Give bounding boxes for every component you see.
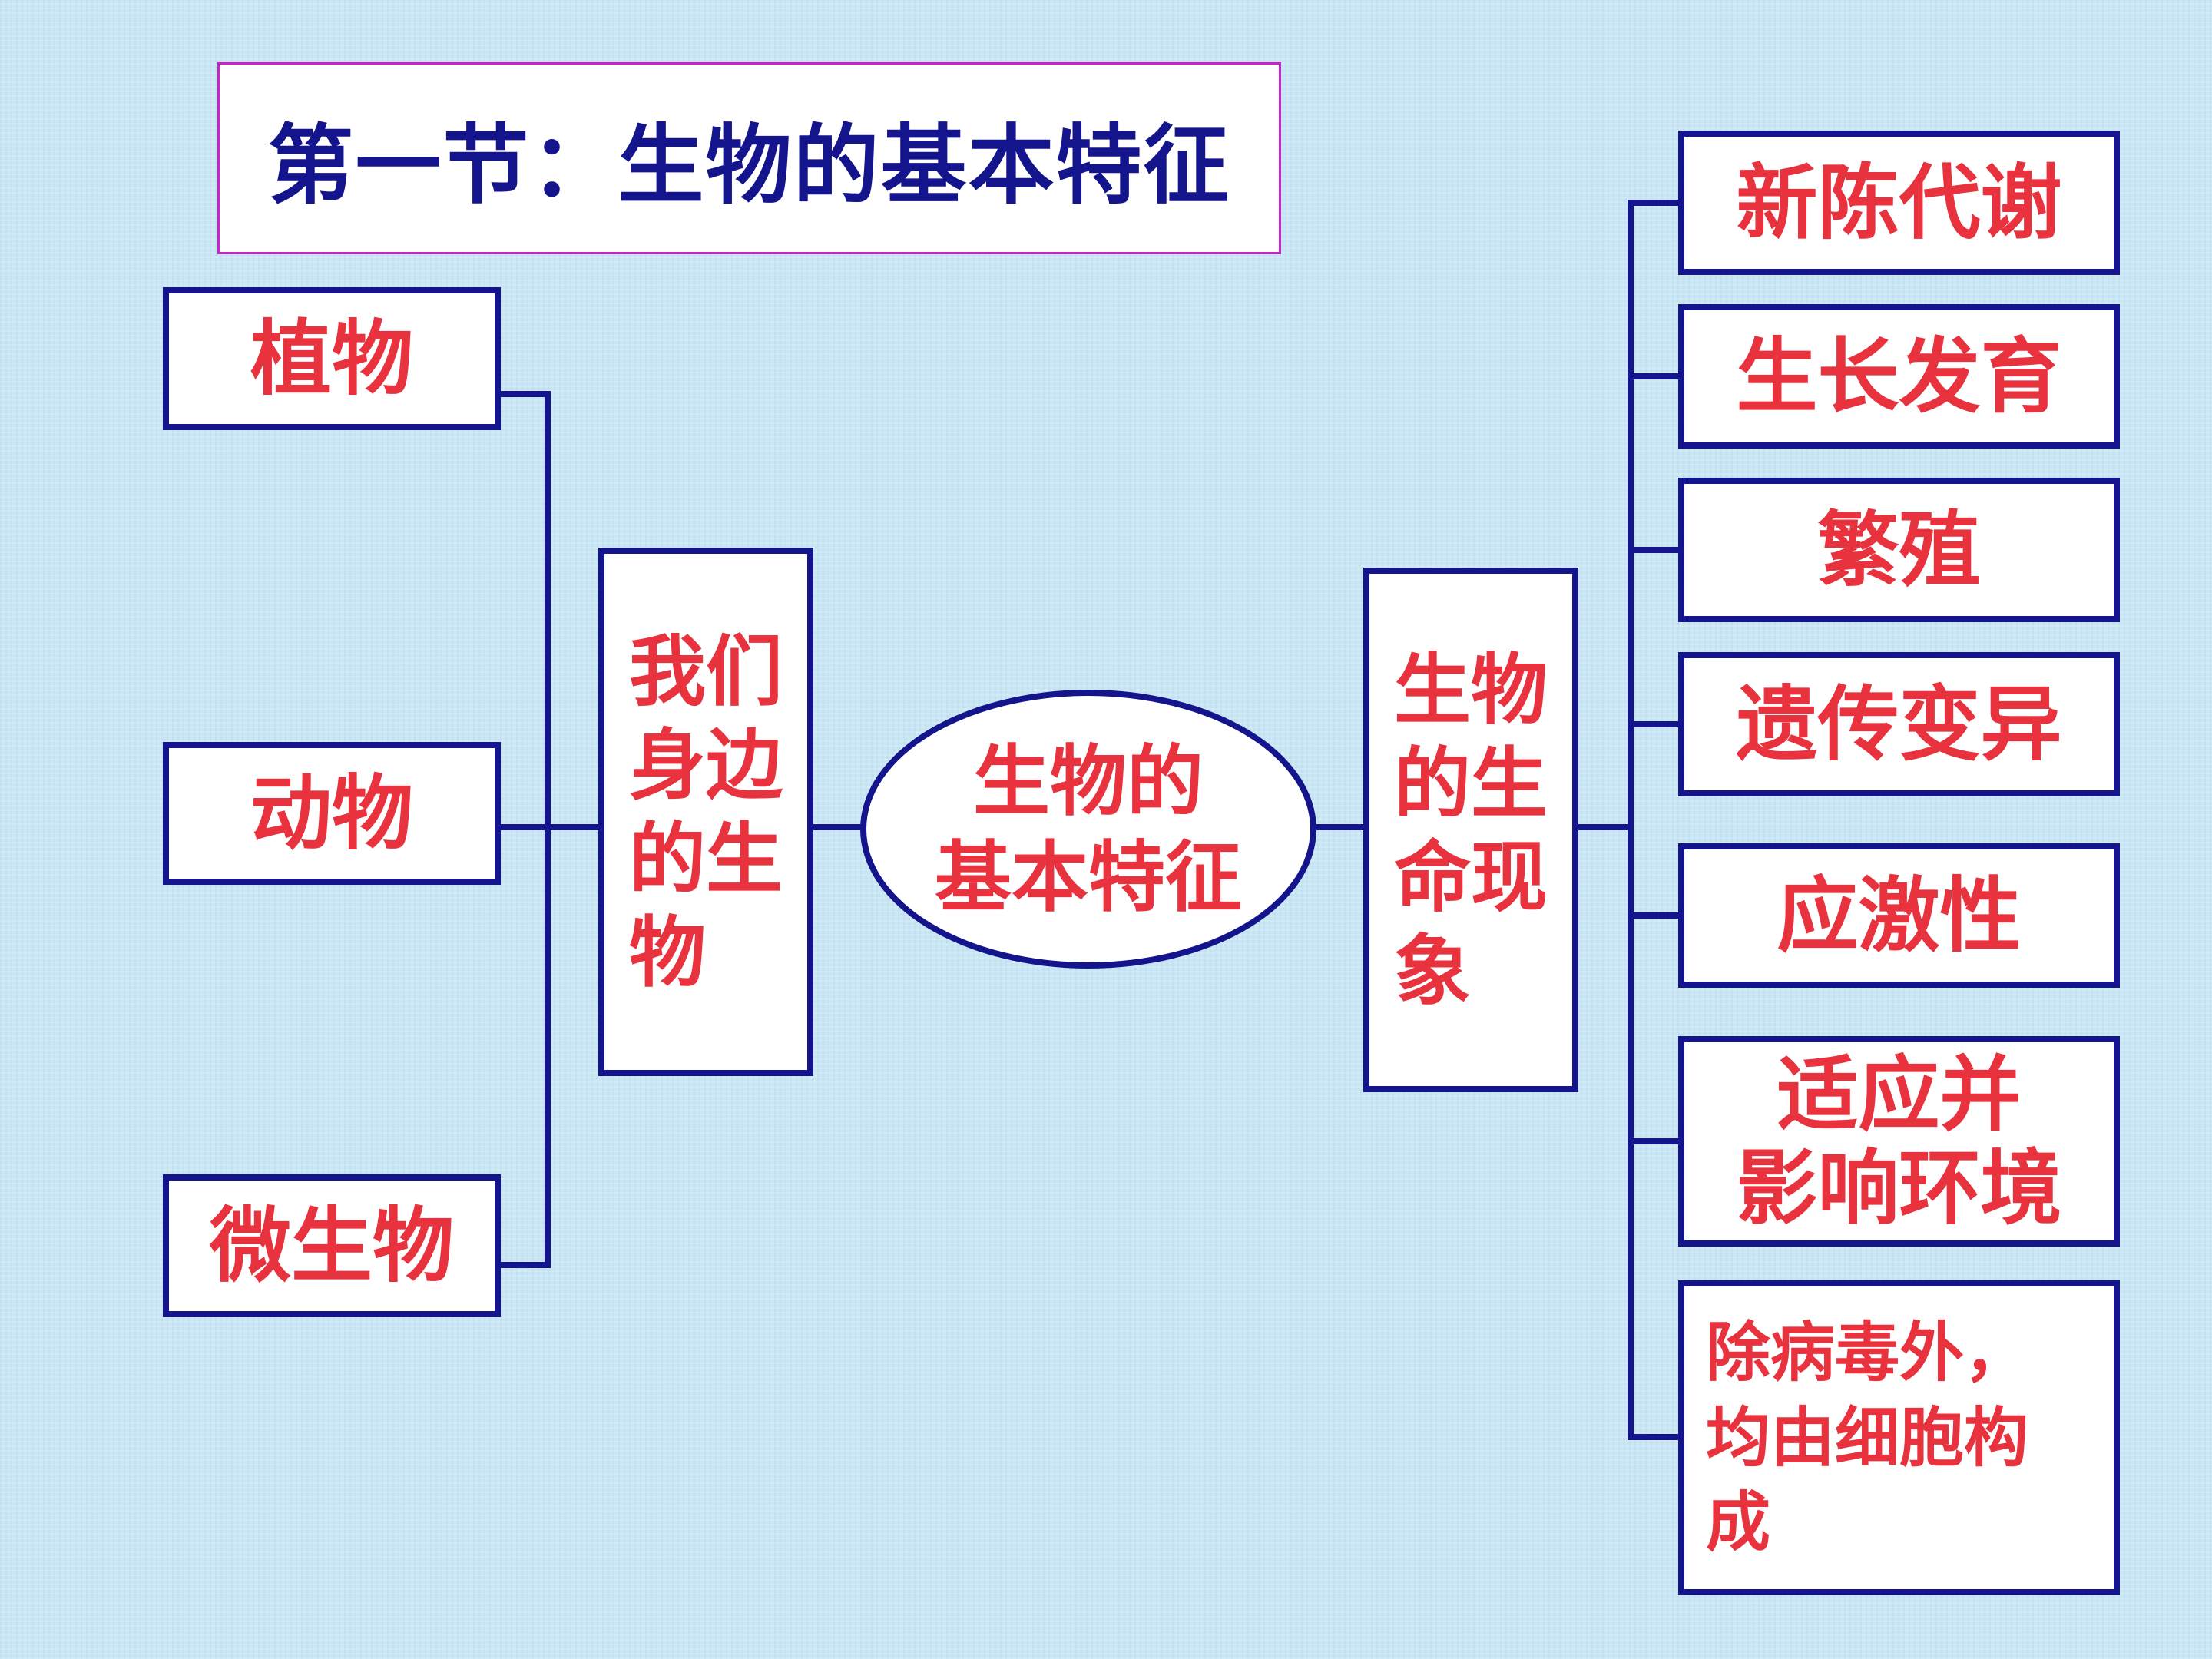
right-group-line: 的生 <box>1394 737 1548 829</box>
right-item-line: 成 <box>1706 1484 1771 1561</box>
right-group-box: 生物 的生 命现 象 <box>1363 568 1578 1092</box>
right-item-line: 除病毒外， <box>1706 1313 2029 1390</box>
left-item-label: 植物 <box>250 310 413 407</box>
right-item-label: 遗传变异 <box>1736 676 2062 773</box>
center-line-1: 生物的 <box>973 735 1204 826</box>
right-item-label: 繁殖 <box>1817 502 1981 598</box>
right-item-irritability: 应激性 <box>1678 843 2120 988</box>
right-item-heredity: 遗传变异 <box>1678 652 2120 796</box>
right-item-adaptation: 适应并 影响环境 <box>1678 1036 2120 1247</box>
left-item-plants: 植物 <box>163 287 501 430</box>
left-item-label: 动物 <box>250 765 413 862</box>
title-box: 第一节：生物的基本特征 <box>217 62 1281 254</box>
right-item-label: 新陈代谢 <box>1736 154 2062 251</box>
left-group-line: 物 <box>629 907 706 998</box>
left-item-label: 微生物 <box>210 1197 454 1294</box>
right-item-reproduction: 繁殖 <box>1678 478 2120 622</box>
right-group-line: 命现 <box>1394 831 1548 922</box>
left-group-box: 我们 身边 的生 物 <box>598 548 813 1076</box>
left-item-animals: 动物 <box>163 742 501 885</box>
left-item-microbes: 微生物 <box>163 1174 501 1317</box>
center-node: 生物的 基本特征 <box>860 690 1316 969</box>
right-item-label: 应激性 <box>1777 867 2022 964</box>
center-line-2: 基本特征 <box>935 831 1242 922</box>
right-item-label: 生长发育 <box>1736 328 2062 425</box>
right-group-line: 象 <box>1394 925 1471 1016</box>
right-item-cells: 除病毒外， 均由细胞构 成 <box>1678 1280 2120 1595</box>
right-item-metabolism: 新陈代谢 <box>1678 131 2120 275</box>
page-title: 第一节：生物的基本特征 <box>267 115 1231 216</box>
right-item-line: 均由细胞构 <box>1706 1399 2029 1475</box>
right-group-line: 生物 <box>1394 644 1548 735</box>
right-item-line: 影响环境 <box>1736 1140 2062 1236</box>
left-group-line: 身边 <box>629 720 783 810</box>
right-item-line: 适应并 <box>1777 1046 2022 1143</box>
left-group-line: 的生 <box>629 813 783 904</box>
left-group-line: 我们 <box>629 626 783 717</box>
right-item-growth: 生长发育 <box>1678 304 2120 449</box>
